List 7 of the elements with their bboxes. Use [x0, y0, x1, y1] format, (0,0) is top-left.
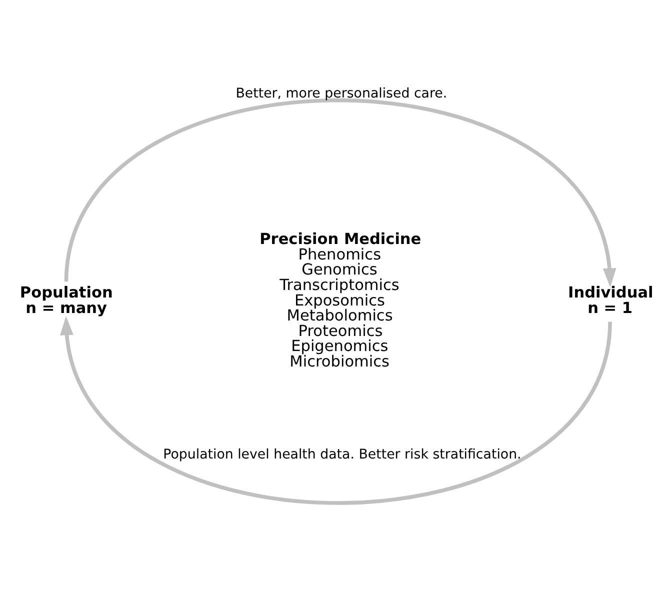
node-text: Individual n = 1 — [568, 283, 654, 316]
edge-label: Better, more personalised care. — [236, 86, 448, 102]
edge-label: Population level health data. Better risk stratification. — [163, 446, 522, 462]
node-text: Precision Medicine Phenomics Genomics Transcriptomics Exposomics Metabolomics Proteomics Epigenomics Microbiomics — [260, 230, 422, 370]
arrow — [64, 98, 616, 287]
node-text: Population n = many — [20, 283, 113, 316]
arrow — [60, 315, 612, 504]
